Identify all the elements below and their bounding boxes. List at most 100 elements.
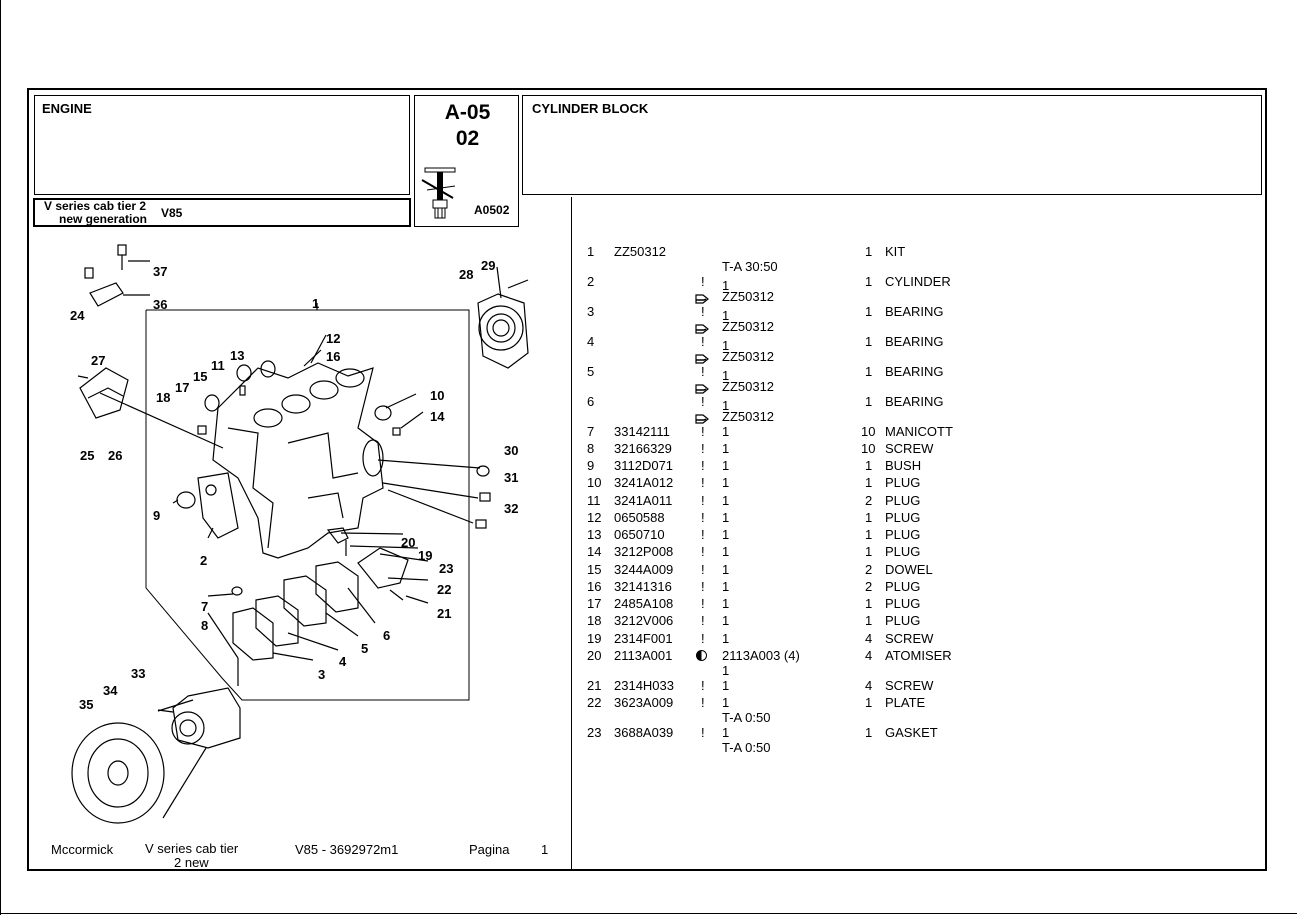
- model-box: V series cab tier 2 new generation V85: [33, 198, 411, 227]
- part-position: 15: [587, 562, 602, 577]
- part-code: 3241A012: [614, 475, 674, 490]
- part-quantity: 1: [865, 458, 873, 473]
- part-subnote: T-A 30:50: [722, 259, 778, 274]
- note-flag: !: [701, 394, 705, 409]
- part-ref-qty: 1: [722, 596, 730, 611]
- callout-31: 31: [504, 470, 518, 485]
- part-kit-ref: ZZ50312: [722, 409, 775, 424]
- footer-model-line1: V series cab tier: [145, 841, 239, 856]
- callout-8: 8: [201, 618, 208, 633]
- part-subnote: 1: [722, 663, 730, 678]
- callout-23: 23: [439, 561, 453, 576]
- part-code: 32141316: [614, 579, 672, 594]
- part-quantity: 1: [865, 544, 873, 559]
- section-title: ENGINE: [42, 101, 92, 116]
- part-position: 21: [587, 678, 602, 693]
- note-flag: !: [701, 441, 705, 456]
- part-position: 5: [587, 364, 595, 379]
- part-description: GASKET: [885, 725, 938, 740]
- part-quantity: 4: [865, 631, 873, 646]
- callout-34: 34: [103, 683, 118, 698]
- part-ref-qty: 1: [722, 678, 730, 693]
- part-code: 3241A011: [614, 493, 673, 508]
- part-quantity: 1: [865, 475, 873, 490]
- part-code: 0650710: [614, 527, 665, 542]
- part-description: PLUG: [885, 544, 921, 559]
- callout-16: 16: [326, 349, 340, 364]
- callout-20: 20: [401, 535, 415, 550]
- note-flag: !: [701, 424, 705, 439]
- part-ref-qty: 1: [722, 441, 730, 456]
- part-quantity: 1: [865, 334, 873, 349]
- part-subnote: T-A 0:50: [722, 710, 771, 725]
- callout-1: 1: [312, 296, 319, 311]
- part-description: BEARING: [885, 394, 944, 409]
- part-quantity: 1: [865, 304, 873, 319]
- part-position: 11: [587, 493, 601, 508]
- part-ref-qty: 1: [722, 544, 730, 559]
- callout-32: 32: [504, 501, 518, 516]
- part-code: 2314F001: [614, 631, 673, 646]
- callout-4: 4: [339, 654, 347, 669]
- part-position: 9: [587, 458, 595, 473]
- callout-7: 7: [201, 599, 208, 614]
- part-position: 23: [587, 725, 602, 740]
- part-code: 3244A009: [614, 562, 674, 577]
- part-ref-qty: 1: [722, 527, 730, 542]
- part-description: PLUG: [885, 510, 921, 525]
- code-small: A0502: [474, 203, 510, 217]
- part-position: 1: [587, 244, 595, 259]
- part-ref-qty: 1: [722, 562, 730, 577]
- part-ref-qty: 1: [722, 458, 730, 473]
- part-quantity: 1: [865, 274, 873, 289]
- part-position: 16: [587, 579, 602, 594]
- part-kit-ref: ZZ50312: [722, 289, 775, 304]
- note-flag: !: [701, 678, 705, 693]
- part-description: SCREW: [885, 631, 934, 646]
- callout-24: 24: [70, 308, 85, 323]
- part-quantity: 1: [865, 695, 873, 710]
- ref-arrow-icon: [695, 291, 709, 308]
- part-quantity: 1: [865, 527, 873, 542]
- page-edge-bottom: [0, 913, 1297, 914]
- part-position: 3: [587, 304, 595, 319]
- callout-27: 27: [91, 353, 105, 368]
- part-position: 18: [587, 613, 602, 628]
- part-code: 33142111: [614, 424, 670, 439]
- superseded-icon: [696, 650, 707, 661]
- part-position: 12: [587, 510, 602, 525]
- part-ref-qty: 1: [722, 695, 730, 710]
- part-code: 3623A009: [614, 695, 674, 710]
- ref-arrow-icon: [695, 321, 709, 338]
- note-flag: !: [701, 695, 705, 710]
- exploded-diagram: 1234567891011121314151617181920212223242…: [70, 244, 529, 824]
- part-description: SCREW: [885, 441, 934, 456]
- callout-9: 9: [153, 508, 160, 523]
- part-position: 20: [587, 648, 602, 663]
- callout-33: 33: [131, 666, 145, 681]
- model-line1: V series cab tier 2: [44, 199, 147, 213]
- group-title: CYLINDER BLOCK: [532, 101, 649, 116]
- part-position: 14: [587, 544, 602, 559]
- code-line2: 02: [455, 127, 480, 150]
- part-subnote: T-A 0:50: [722, 740, 771, 755]
- group-title-box: CYLINDER BLOCK: [522, 95, 1262, 195]
- part-quantity: 4: [865, 678, 873, 693]
- part-ref-qty: 1: [722, 613, 730, 628]
- part-description: PLATE: [885, 695, 926, 710]
- part-quantity: 2: [865, 493, 873, 508]
- note-flag: !: [701, 475, 705, 490]
- part-position: 13: [587, 527, 602, 542]
- ref-arrow-icon: [695, 411, 709, 428]
- callout-2: 2: [200, 553, 207, 568]
- callout-22: 22: [437, 582, 451, 597]
- callout-11: 11: [211, 358, 225, 373]
- part-code: 3112D071: [614, 458, 674, 473]
